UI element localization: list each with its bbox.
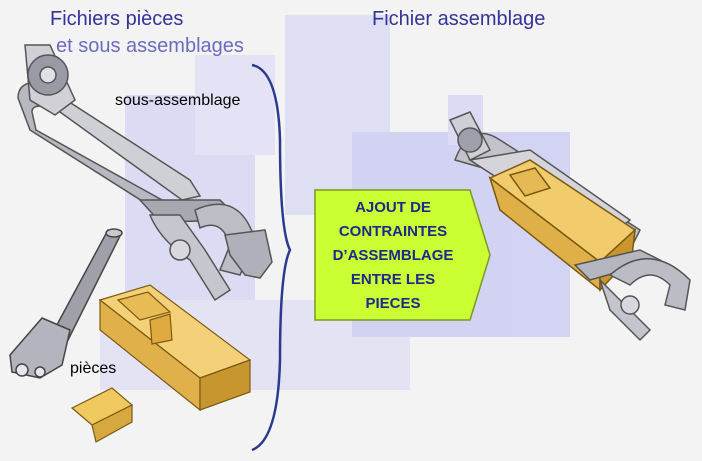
part-shaft	[9, 228, 123, 379]
arrow-line-5: PIECES	[365, 295, 421, 312]
arrow-label: AJOUT DE CONTRAINTES D’ASSEMBLAGE ENTRE …	[318, 196, 468, 316]
parts-label: pièces	[70, 360, 117, 377]
part-plate	[70, 387, 134, 443]
subassembly-label: sous-assemblage	[115, 92, 241, 109]
right-title: Fichier assemblage	[372, 8, 546, 30]
part-tray	[98, 284, 252, 412]
arrow-line-1: AJOUT DE	[355, 199, 431, 216]
grouping-bracket	[251, 63, 292, 452]
panel-left-top	[195, 55, 275, 155]
arrow-line-3: D’ASSEMBLAGE	[332, 247, 454, 264]
left-title-line2: et sous assemblages	[56, 35, 244, 57]
arrow-line-4: ENTRE LES	[350, 271, 436, 288]
subassembly-frame	[17, 44, 273, 302]
left-title-line1: Fichiers pièces	[50, 8, 184, 30]
action-arrow	[314, 189, 491, 321]
assembly-result	[448, 111, 691, 342]
arrow-line-2: CONTRAINTES	[338, 223, 448, 240]
